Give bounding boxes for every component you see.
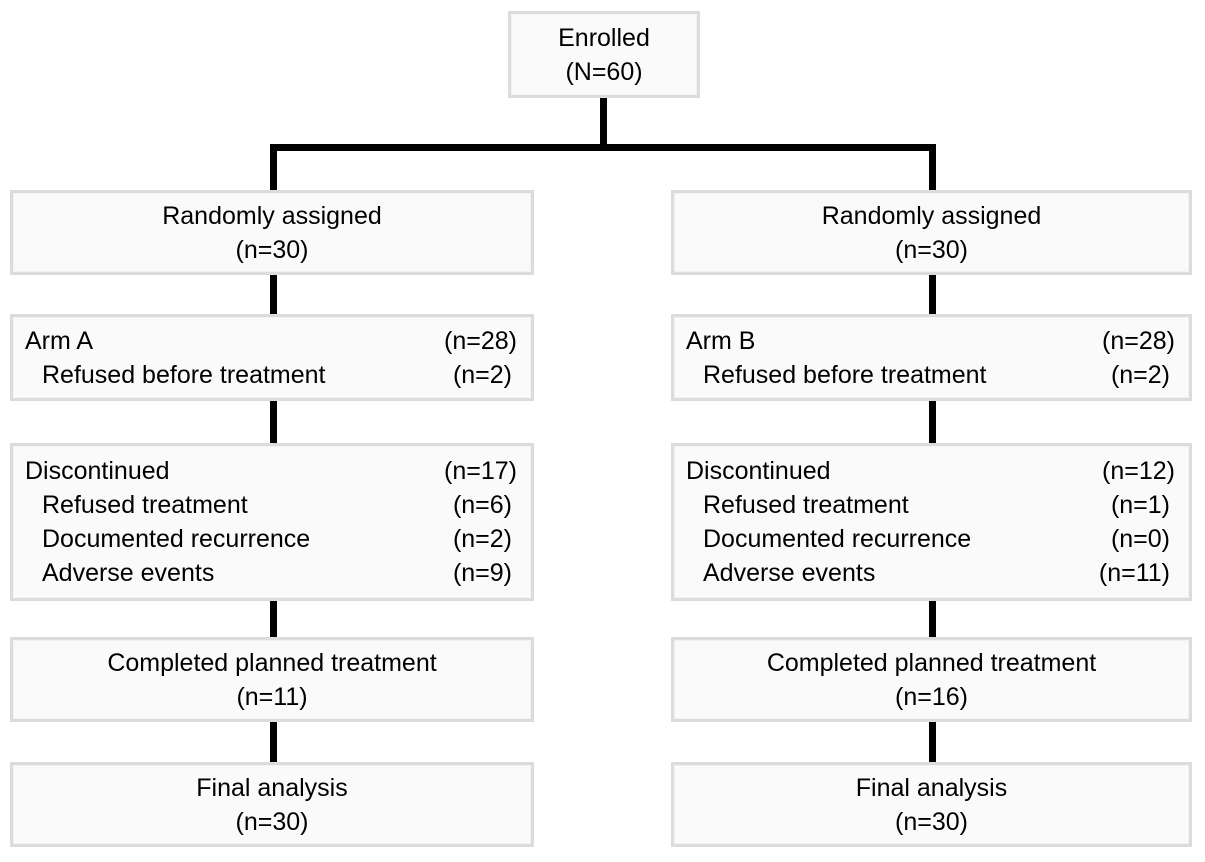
- node-arm-b-reason-row: Refused treatment (n=1): [686, 488, 1175, 522]
- connector-branch-left-drop: [270, 144, 277, 192]
- node-arm-a-completed: Completed planned treatment (n=11): [10, 637, 534, 722]
- node-arm-a-discontinued: Discontinued (n=17) Refused treatment (n…: [10, 443, 534, 601]
- node-arm-a-reason-count: (n=6): [452, 491, 512, 519]
- node-arm-a-reason-label: Refused treatment: [42, 491, 248, 519]
- node-arm-b-treated-label: Arm B: [686, 326, 756, 355]
- connector-branch-horizontal: [270, 144, 936, 151]
- node-arm-b-analyzed: Final analysis (n=30): [671, 762, 1192, 847]
- node-arm-a-randomized: Randomly assigned (n=30): [10, 190, 534, 275]
- node-arm-b-discontinued: Discontinued (n=12) Refused treatment (n…: [671, 443, 1192, 601]
- node-arm-b-discontinued-count: (n=12): [1102, 457, 1175, 485]
- node-enrolled: Enrolled (N=60): [508, 11, 700, 98]
- node-arm-a-reason-count: (n=9): [452, 559, 512, 587]
- node-arm-a-analyzed-count: (n=30): [235, 807, 309, 836]
- node-arm-a-treated-excl-row: Refused before treatment (n=2): [25, 358, 517, 392]
- node-arm-a-discontinued-row: Discontinued (n=17): [25, 454, 517, 488]
- connector-arm-b-randomized-to-treated: [929, 275, 936, 314]
- node-arm-b-treated-row: Arm B (n=28): [686, 324, 1175, 358]
- connector-arm-a-treated-to-discontinued: [270, 401, 277, 443]
- node-arm-b-randomized-label: Randomly assigned: [821, 201, 1042, 230]
- node-arm-a-discontinued-count: (n=17): [444, 457, 517, 485]
- connector-arm-b-completed-to-analyzed: [929, 722, 936, 762]
- node-arm-a-reason-label: Documented recurrence: [42, 525, 311, 553]
- node-arm-b-completed: Completed planned treatment (n=16): [671, 637, 1192, 722]
- node-arm-b-discontinued-label: Discontinued: [686, 457, 831, 485]
- node-arm-a-treated-excl-count: (n=2): [452, 360, 512, 389]
- connector-arm-a-discontinued-to-completed: [270, 601, 277, 637]
- node-arm-a-randomized-count: (n=30): [235, 235, 309, 264]
- node-arm-b-treated-excl-row: Refused before treatment (n=2): [686, 358, 1175, 392]
- node-arm-a-reason-row: Documented recurrence (n=2): [25, 522, 517, 556]
- node-arm-b-reason-label: Documented recurrence: [703, 525, 972, 553]
- node-arm-a-discontinued-label: Discontinued: [25, 457, 170, 485]
- node-arm-b-analyzed-label: Final analysis: [855, 773, 1008, 802]
- connector-arm-a-randomized-to-treated: [270, 275, 277, 314]
- node-arm-b-completed-label: Completed planned treatment: [766, 648, 1097, 677]
- node-arm-b-randomized-count: (n=30): [895, 235, 968, 264]
- node-arm-b-reason-count: (n=11): [1098, 559, 1170, 587]
- node-arm-b-reason-row: Adverse events (n=11): [686, 556, 1175, 590]
- node-arm-b-randomized: Randomly assigned (n=30): [671, 190, 1192, 275]
- node-enrolled-count: (N=60): [565, 57, 643, 86]
- node-arm-b-reason-label: Refused treatment: [703, 491, 909, 519]
- connector-arm-b-treated-to-discontinued: [929, 401, 936, 443]
- node-arm-b-completed-count: (n=16): [895, 682, 968, 711]
- node-arm-b-reason-count: (n=1): [1110, 491, 1170, 519]
- node-arm-a-completed-count: (n=11): [236, 682, 308, 711]
- node-arm-a-treated-label: Arm A: [25, 326, 94, 355]
- node-enrolled-label: Enrolled: [558, 23, 650, 52]
- node-arm-a-completed-label: Completed planned treatment: [107, 648, 437, 677]
- node-arm-b-treated: Arm B (n=28) Refused before treatment (n…: [671, 314, 1192, 401]
- node-arm-b-reason-row: Documented recurrence (n=0): [686, 522, 1175, 556]
- node-arm-a-analyzed: Final analysis (n=30): [10, 762, 534, 847]
- node-arm-a-reason-row: Adverse events (n=9): [25, 556, 517, 590]
- node-arm-b-treated-excl-label: Refused before treatment: [703, 360, 987, 389]
- node-arm-b-treated-excl-count: (n=2): [1110, 360, 1170, 389]
- node-arm-b-reason-count: (n=0): [1110, 525, 1170, 553]
- node-arm-b-discontinued-row: Discontinued (n=12): [686, 454, 1175, 488]
- node-arm-a-randomized-label: Randomly assigned: [162, 201, 382, 230]
- node-arm-a-treated: Arm A (n=28) Refused before treatment (n…: [10, 314, 534, 401]
- node-arm-a-reason-count: (n=2): [452, 525, 512, 553]
- connector-branch-right-drop: [929, 144, 936, 192]
- connector-enrolled-stem: [600, 98, 607, 151]
- connector-arm-a-completed-to-analyzed: [270, 722, 277, 762]
- connector-arm-b-discontinued-to-completed: [929, 601, 936, 637]
- node-arm-b-treated-count: (n=28): [1102, 326, 1175, 355]
- node-arm-a-treated-count: (n=28): [444, 326, 517, 355]
- node-arm-b-analyzed-count: (n=30): [895, 807, 968, 836]
- node-arm-b-reason-label: Adverse events: [703, 559, 876, 587]
- node-arm-a-reason-label: Adverse events: [42, 559, 215, 587]
- node-arm-a-reason-row: Refused treatment (n=6): [25, 488, 517, 522]
- node-arm-a-treated-excl-label: Refused before treatment: [42, 360, 326, 389]
- node-arm-a-analyzed-label: Final analysis: [196, 773, 348, 802]
- node-arm-a-treated-row: Arm A (n=28): [25, 324, 517, 358]
